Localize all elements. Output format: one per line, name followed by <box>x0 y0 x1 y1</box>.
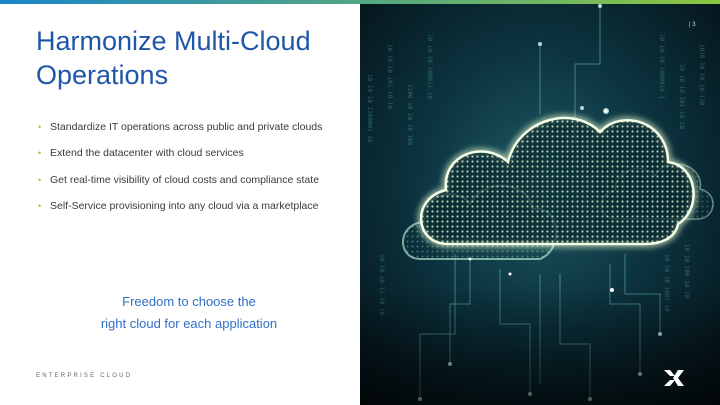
svg-text:10 10 10 1000010 1: 10 10 10 1000010 1 <box>658 34 665 99</box>
bullet-item: Get real-time visibility of cloud costs … <box>38 173 358 187</box>
tagline-line-2: right cloud for each application <box>100 316 278 331</box>
footer-label: ENTERPRISE CLOUD <box>36 373 133 379</box>
bullet-item: Self-Service provisioning into any cloud… <box>38 199 358 213</box>
nutanix-x-logo-icon <box>664 370 684 386</box>
svg-text:10 10 10 101 10 10: 10 10 10 101 10 10 <box>386 44 393 109</box>
svg-text:1010 10 10 10 110: 1010 10 10 10 110 <box>698 44 705 106</box>
slide-title: Harmonize Multi-Cloud Operations <box>36 26 311 90</box>
svg-text:1100 10 10 10 100: 1100 10 10 10 100 <box>406 84 413 146</box>
svg-text:10 10 10 100011 10: 10 10 10 100011 10 <box>426 34 433 99</box>
bullet-item: Standardize IT operations across public … <box>38 120 358 134</box>
tagline-line-1: Freedom to choose the <box>122 294 256 309</box>
bullet-list: Standardize IT operations across public … <box>38 120 358 213</box>
svg-text:10 10 10 1100001 10: 10 10 10 1100001 10 <box>366 74 373 143</box>
bullet-item: Extend the datacenter with cloud service… <box>38 146 358 160</box>
cloud-circuit-image: 10 10 10 1100001 10 10 10 10 101 10 10 1… <box>360 4 720 405</box>
svg-text:10 10 100 10 10: 10 10 100 10 10 <box>683 244 690 299</box>
top-accent-bar <box>0 0 720 4</box>
page-number: | 3 <box>689 22 696 28</box>
tagline: Freedom to choose the right cloud for ea… <box>78 291 300 335</box>
svg-text:10 10 10 1001 10: 10 10 10 1001 10 <box>663 254 670 312</box>
svg-text:10 10 10 101 10 10: 10 10 10 101 10 10 <box>678 64 685 129</box>
